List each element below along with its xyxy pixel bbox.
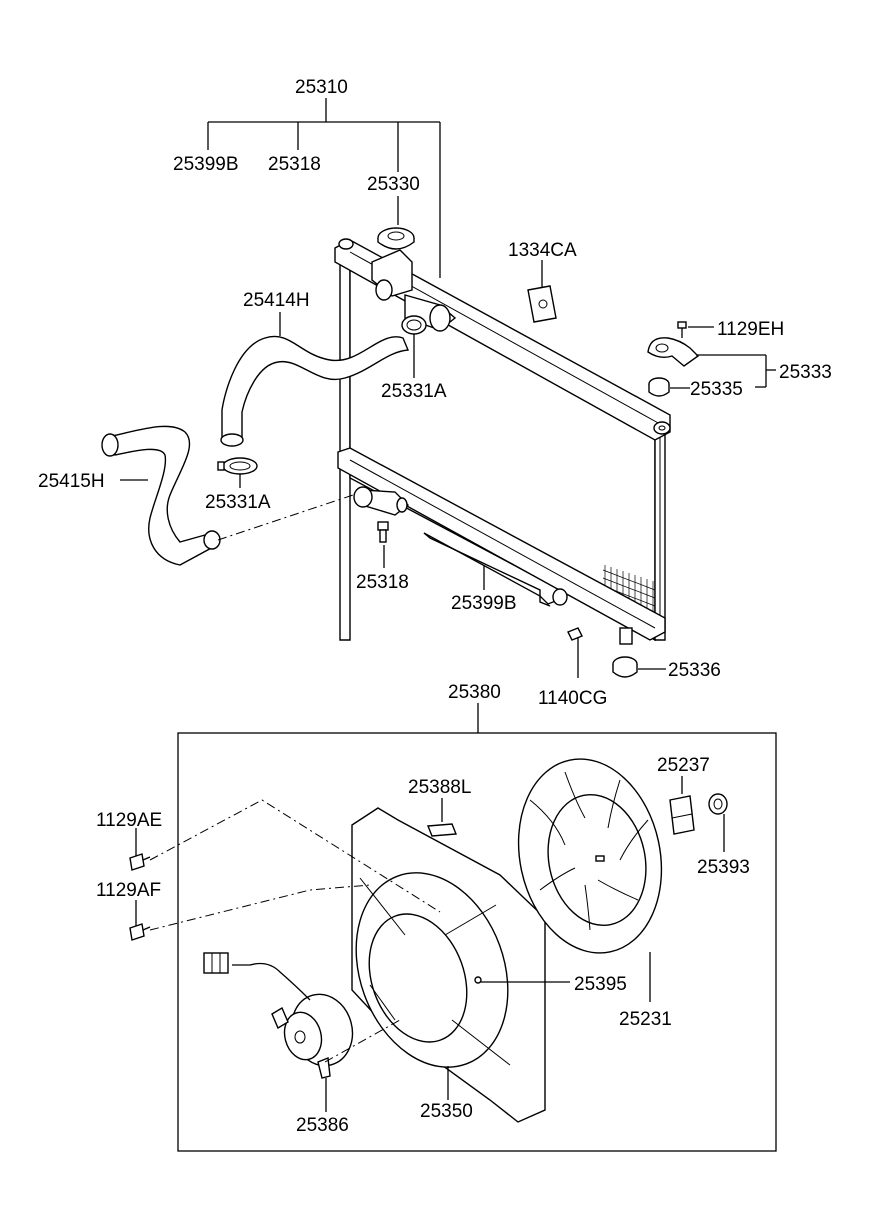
- label-1334CA: 1334CA: [508, 240, 577, 261]
- clamp-25331A-upper: [401, 315, 427, 378]
- bracket-1334CA: [527, 260, 557, 323]
- radiator-upper-tank: [334, 238, 671, 441]
- fan-blade-25231: [517, 758, 663, 1002]
- label-25318-top: 25318: [268, 154, 321, 175]
- radiator-cap: [377, 227, 415, 250]
- clip-25395: [474, 976, 570, 984]
- filler-neck: [371, 249, 413, 301]
- label-25415H: 25415H: [38, 471, 105, 492]
- label-25350: 25350: [420, 1101, 473, 1122]
- clamp-25331A-lower: [217, 457, 258, 488]
- label-25414H: 25414H: [243, 290, 310, 311]
- bracket-25333: [647, 337, 776, 388]
- label-25388L: 25388L: [408, 777, 471, 798]
- fan-assembly-frame: [177, 732, 777, 1152]
- label-25386: 25386: [296, 1115, 349, 1136]
- label-25310: 25310: [295, 77, 348, 98]
- label-25393: 25393: [697, 857, 750, 878]
- label-25237: 25237: [657, 755, 710, 776]
- bolt-1129EH: [677, 321, 714, 338]
- label-1140CG: 1140CG: [538, 688, 607, 709]
- part-number-labels: 25310 25399B 25318 25330 1334CA 25414H 1…: [38, 77, 832, 1136]
- hose-25414H: [220, 312, 410, 447]
- label-25231: 25231: [619, 1009, 672, 1030]
- label-25333: 25333: [779, 362, 832, 383]
- label-25380: 25380: [448, 682, 501, 703]
- bolt-1129AF: [129, 900, 151, 941]
- washer-25393: [708, 793, 728, 852]
- lower-inlet-pipe: [353, 486, 410, 516]
- grommet-25336: [612, 656, 666, 678]
- label-1129AE: 1129AE: [96, 810, 162, 831]
- label-25330: 25330: [367, 174, 420, 195]
- label-25399B-top: 25399B: [173, 154, 239, 175]
- label-1129AF: 1129AF: [96, 880, 161, 901]
- label-1129EH: 1129EH: [717, 319, 784, 340]
- label-25318-bottom: 25318: [356, 572, 409, 593]
- label-25331A-lower: 25331A: [205, 492, 271, 513]
- grommet-25335: [648, 377, 690, 397]
- bolt-25318-lower: [377, 521, 389, 568]
- plate-25237: [669, 776, 695, 835]
- drain-pipe-25399B: [423, 532, 568, 607]
- label-25336: 25336: [668, 660, 721, 681]
- callout-bracket-25310: [207, 98, 441, 278]
- label-25331A-upper: 25331A: [381, 381, 447, 402]
- bolt-1129AE: [129, 828, 151, 871]
- fan-shroud-25350: [351, 807, 546, 1123]
- bolt-1140CG: [567, 627, 583, 678]
- label-25395: 25395: [574, 974, 627, 995]
- label-25335: 25335: [690, 379, 743, 400]
- radiator-lower-tank: [337, 447, 666, 645]
- label-25399B-bottom: 25399B: [451, 593, 517, 614]
- fan-motor-25386: [203, 952, 354, 1112]
- hose-25415H: [101, 425, 221, 566]
- label-plate-25388L: [426, 798, 458, 837]
